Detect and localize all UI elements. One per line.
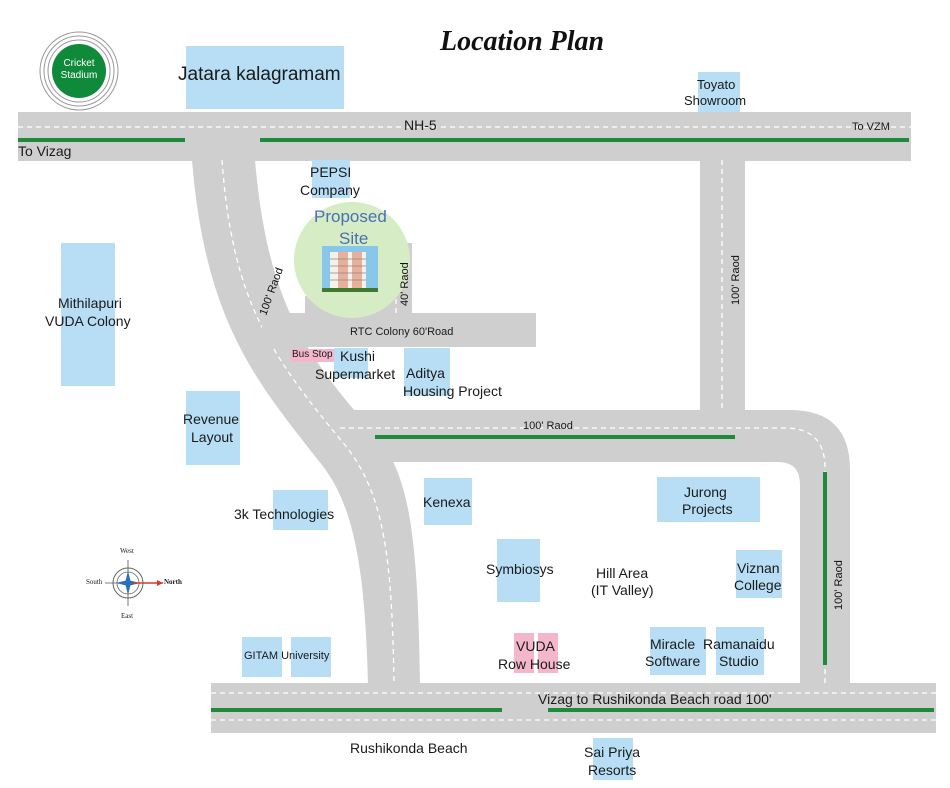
sai-priya-block <box>593 738 633 780</box>
vuda-row-house-block-1 <box>514 633 534 673</box>
viznan-label-line2: College <box>734 577 782 593</box>
ramanaidu-block <box>716 627 764 675</box>
toyota-block <box>698 72 740 112</box>
aditya-block <box>404 348 450 396</box>
rtc-colony-road <box>262 313 536 347</box>
vuda-row-house-block-2 <box>538 633 558 673</box>
mithilapuri-label-line1: Mithilapuri <box>58 295 122 311</box>
aditya-label-line1: Aditya <box>406 365 445 381</box>
sai-priya-label-line2: Resorts <box>588 762 637 778</box>
kenexa-block <box>424 478 472 525</box>
cricket-stadium-label: Cricket Stadium <box>60 58 98 81</box>
miracle-block <box>650 627 706 675</box>
miracle-label-line1: Miracle <box>650 636 696 652</box>
symbiosys-label: Symbiosys <box>486 561 554 577</box>
right-road-label: 100' Raod <box>730 255 742 305</box>
kushi-block <box>334 348 368 378</box>
jatara-label: Jatara kalagramam <box>178 64 341 85</box>
miracle-label-line2: Software <box>645 653 701 669</box>
middle-road-label: 100' Raod <box>523 420 573 432</box>
hill-area-label-line2: (IT Valley) <box>591 582 654 598</box>
gitam-label: GITAM University <box>244 650 330 662</box>
compass-west-label: West <box>120 547 134 555</box>
far-right-road-label: 100' Raod <box>833 560 845 610</box>
bus-stop-marker <box>291 349 336 362</box>
vuda-label-line1: VUDA <box>516 638 555 654</box>
cricket-stadium-icon <box>39 31 119 111</box>
apartment-building-icon <box>322 246 378 292</box>
proposed-site-label-line2: Site <box>339 229 369 248</box>
middle-100-road <box>318 410 850 685</box>
bus-stop-label: Bus Stop <box>292 349 333 360</box>
aditya-label-line2: Housing Project <box>403 383 502 399</box>
rushikonda-beach-label: Rushikonda Beach <box>350 740 468 756</box>
compass-south-label: South <box>86 578 103 586</box>
diagonal-road-dashes <box>221 159 395 686</box>
kushi-label-line1: Kushi <box>340 348 376 364</box>
kenexa-label: Kenexa <box>423 494 471 510</box>
kushi-label-line2: Supermarket <box>315 366 396 382</box>
nh5-label: NH-5 <box>404 117 437 133</box>
tech3k-block <box>273 490 328 530</box>
jurong-label-line2: Projects <box>682 501 733 517</box>
middle-road-dashes <box>340 427 826 685</box>
jatara-block <box>186 46 344 109</box>
tech3k-label: 3k Technologies <box>234 506 335 522</box>
to-vzm-label: To VZM <box>852 121 890 133</box>
compass-north-label: North <box>164 578 182 586</box>
gitam-block-left <box>242 637 282 677</box>
toyota-label-line2: Showroom <box>684 93 747 108</box>
map-title: Location Plan <box>440 26 605 57</box>
gitam-block-right <box>291 637 331 677</box>
vuda-label-line2: Row House <box>498 656 571 672</box>
pepsi-block <box>312 160 350 198</box>
forty-feet-road-label: 40' Raod <box>399 262 411 306</box>
pepsi-label-line1: PEPSI <box>310 164 352 180</box>
hill-area-label-line1: Hill Area <box>596 565 649 581</box>
compass-icon <box>105 560 163 606</box>
ramanaidu-label-line2: Studio <box>719 653 759 669</box>
ramanaidu-label-line1: Ramanaidu <box>703 636 775 652</box>
diagonal-100-road <box>192 160 420 685</box>
revenue-label-line2: Layout <box>191 429 234 445</box>
symbiosys-block <box>497 539 540 602</box>
to-vizag-label: To Vizag <box>18 143 72 159</box>
compass-east-label: East <box>121 612 134 620</box>
beach-road-label: Vizag to Rushikonda Beach road 100' <box>538 691 772 707</box>
nh5-road <box>18 112 911 161</box>
jurong-label-line1: Jurong <box>684 484 727 500</box>
revenue-label-line1: Revenue <box>183 411 240 427</box>
viznan-label-line1: Viznan <box>737 560 780 576</box>
viznan-block <box>736 550 782 598</box>
sai-priya-label-line1: Sai Priya <box>584 744 641 760</box>
jurong-block <box>657 477 760 522</box>
mithilapuri-label-line2: VUDA Colony <box>45 313 131 329</box>
revenue-layout-block <box>186 391 240 465</box>
proposed-site-label-line1: Proposed <box>314 207 387 226</box>
pepsi-label-line2: Company <box>300 182 360 198</box>
toyota-label-line1: Toyato <box>697 77 736 92</box>
mithilapuri-block <box>61 243 115 386</box>
rtc-colony-road-label: RTC Colony 60'Road <box>350 326 454 338</box>
